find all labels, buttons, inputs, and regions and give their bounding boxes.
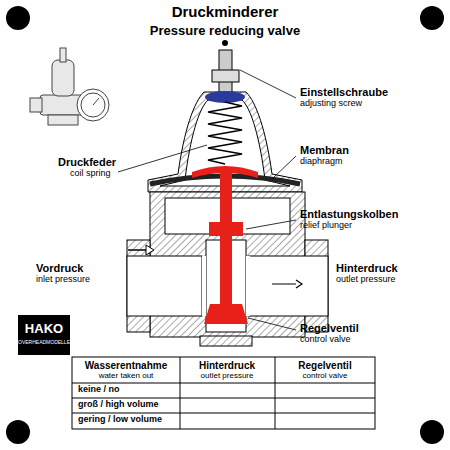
table-cell: groß / high volume xyxy=(78,400,159,410)
subtitle: Pressure reducing valve xyxy=(150,24,300,38)
pressure-label: Hinterdruck xyxy=(336,262,398,274)
table-cell: keine / no xyxy=(78,385,120,395)
part-name: adjusting screw xyxy=(300,99,362,109)
part-name: Membran xyxy=(300,144,349,156)
pressure-label: inlet pressure xyxy=(36,275,90,285)
table-cell: Wasserentnahme xyxy=(85,360,167,371)
pressure-label: outlet pressure xyxy=(336,275,396,285)
part-name: Regelventil xyxy=(300,322,359,334)
logo-text: OVERHEADMODELLE xyxy=(18,340,70,346)
table-cell: control valve xyxy=(303,372,348,381)
table-cell: Hinterdruck xyxy=(199,360,255,371)
table-cell: gering / low volume xyxy=(78,415,162,425)
part-name: Entlastungskolben xyxy=(300,208,398,220)
part-name: control valve xyxy=(300,335,351,345)
title: Druckminderer xyxy=(172,4,279,21)
part-name: coil spring xyxy=(70,169,111,179)
part-name: Druckfeder xyxy=(58,156,116,168)
part-name: diaphragm xyxy=(300,157,343,167)
table-cell: outlet pressure xyxy=(201,372,254,381)
part-name: relief plunger xyxy=(300,221,352,231)
pressure-label: Vordruck xyxy=(36,262,83,274)
table-cell: Regelventil xyxy=(298,360,351,371)
logo-text: HAKO xyxy=(25,322,63,336)
table-cell: water taken out xyxy=(99,372,154,381)
part-name: Einstellschraube xyxy=(300,86,388,98)
